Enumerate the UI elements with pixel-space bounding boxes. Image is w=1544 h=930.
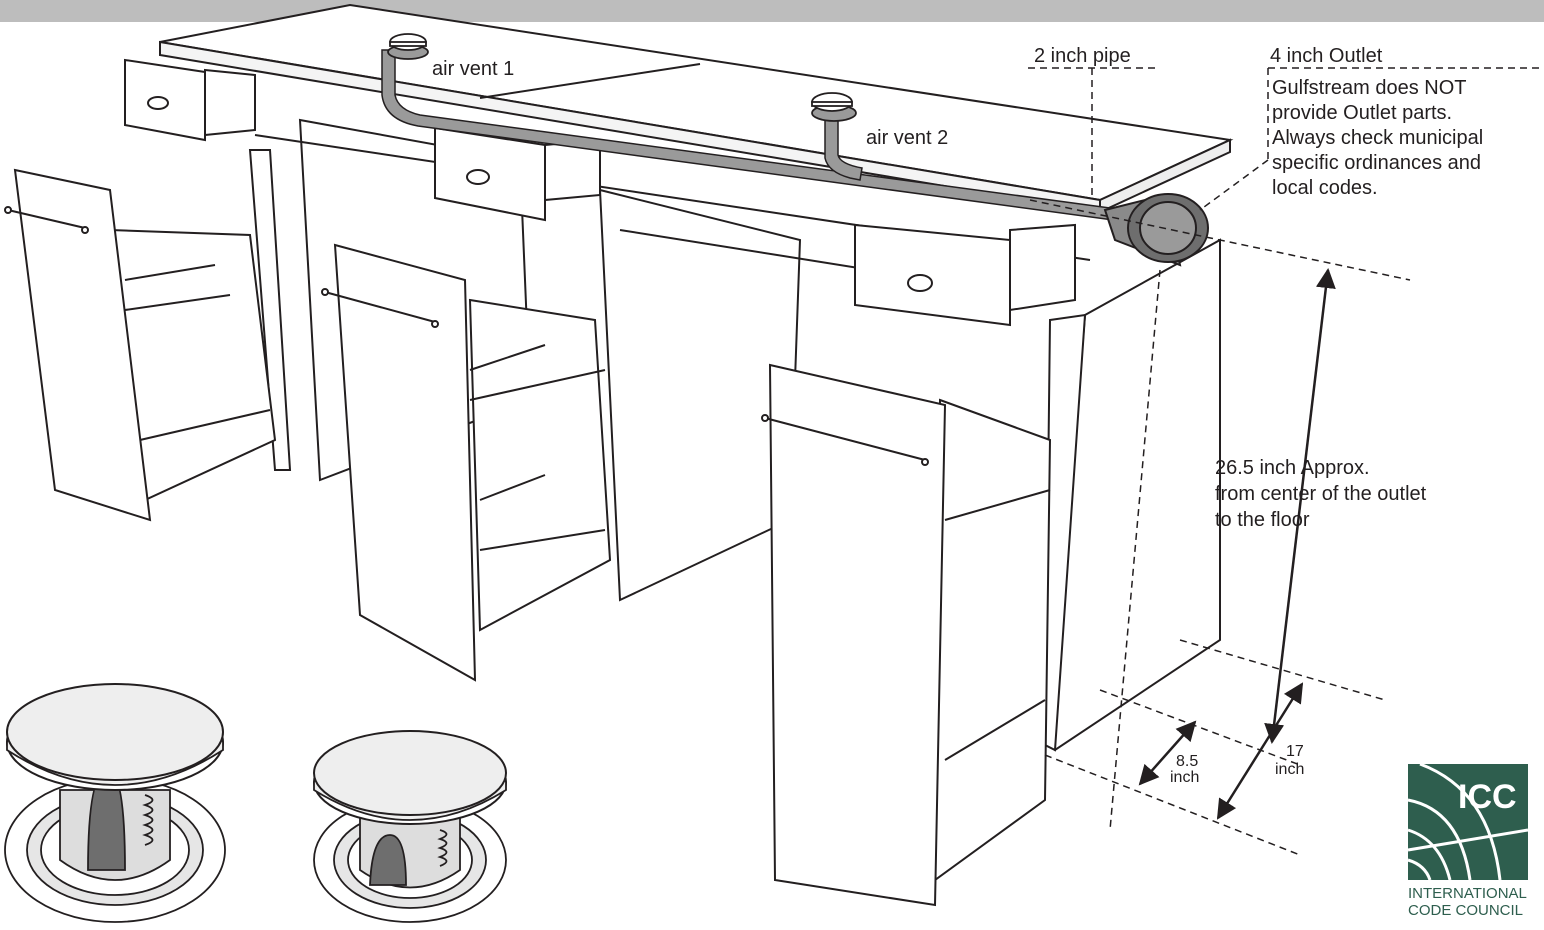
air-vent-2-cap [811, 92, 857, 122]
dashed-guides [1028, 67, 1544, 856]
dimension-arrows [1138, 268, 1336, 820]
dim-17-unit: inch [1275, 761, 1304, 778]
pipe-label: 2 inch pipe [1034, 45, 1131, 67]
outlet-note-line-1: Gulfstream does NOT [1272, 77, 1467, 99]
icc-name-line-1: INTERNATIONAL [1408, 885, 1527, 902]
icc-logo: ICC INTERNATIONAL CODE COUNCIL [1407, 762, 1529, 919]
air-vent-2-label: air vent 2 [866, 127, 948, 149]
vent-cap-detail-1 [4, 683, 226, 923]
height-note-line-2: from center of the outlet [1215, 483, 1427, 505]
outlet-note-line-4: specific ordinances and [1272, 152, 1481, 174]
outlet-note-line-2: provide Outlet parts. [1272, 102, 1452, 124]
outlet-note-line-3: Always check municipal [1272, 127, 1483, 149]
air-vent-1-cap [387, 33, 429, 60]
dim-8-5-unit: inch [1170, 769, 1199, 786]
height-note-line-1: 26.5 inch Approx. [1215, 457, 1370, 479]
outlet-title: 4 inch Outlet [1270, 45, 1383, 67]
height-note-line-3: to the floor [1215, 509, 1310, 531]
top-drawer-left [124, 58, 256, 142]
dim-17-value: 17 [1286, 743, 1304, 760]
depth-8-5-arrow [1138, 720, 1197, 786]
icc-logo-mark [1408, 764, 1528, 880]
height-arrow [1264, 268, 1336, 744]
icc-name-line-2: CODE COUNCIL [1408, 902, 1523, 919]
depth-17-arrow [1216, 682, 1304, 820]
air-vent-1-label: air vent 1 [432, 58, 514, 80]
pull-out-door-3 [761, 363, 1052, 907]
outlet-note-line-5: local codes. [1272, 177, 1378, 199]
dim-8-5-value: 8.5 [1176, 753, 1198, 770]
icc-logo-abbr: ICC [1458, 778, 1517, 816]
top-drawer-right [854, 223, 1076, 327]
pull-out-door-1 [4, 168, 277, 522]
pull-out-door-2 [321, 243, 612, 682]
outlet-fitting [1103, 193, 1209, 267]
vent-cap-detail-2 [313, 730, 507, 923]
